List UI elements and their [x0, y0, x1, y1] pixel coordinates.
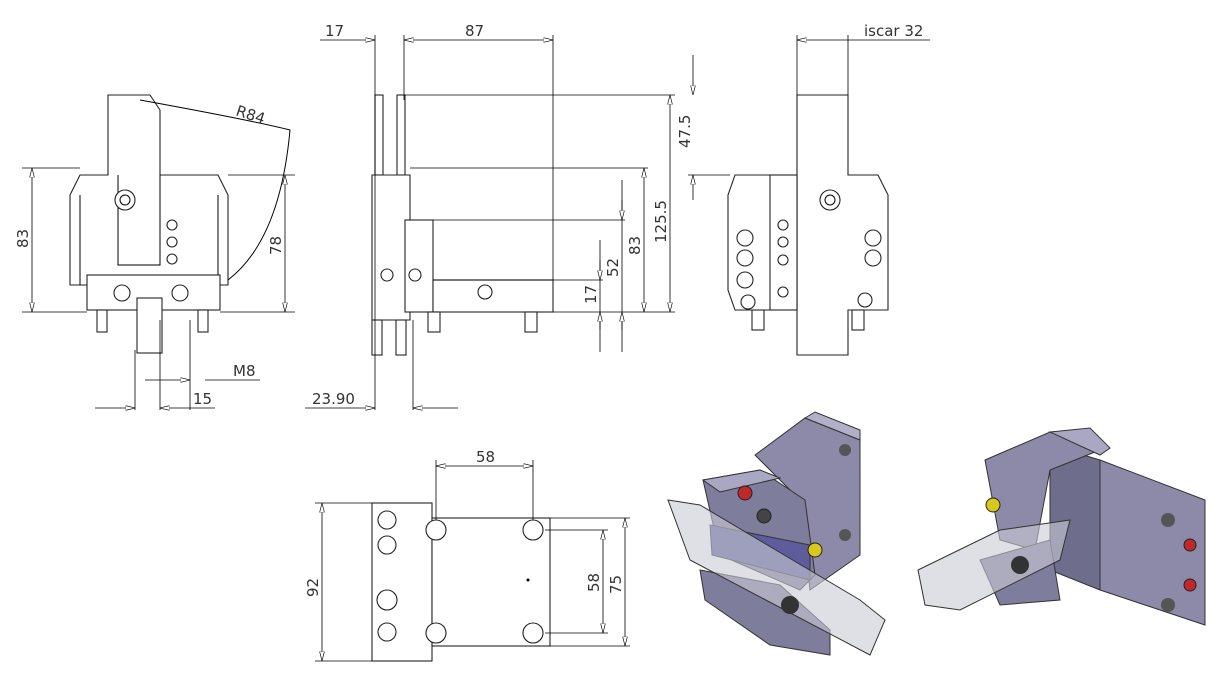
dim-125-5: 125.5	[652, 200, 670, 243]
dim-87: 87	[465, 22, 484, 40]
dim-78: 78	[267, 236, 285, 255]
side-view: 17 87 23.90 125.5 83 52 17 47.5	[305, 22, 730, 410]
dim-17-side: 17	[582, 285, 600, 304]
dim-17: 17	[325, 22, 344, 40]
rear-view: iscar 32	[727, 22, 930, 356]
dim-iscar-32: iscar 32	[864, 22, 923, 40]
dim-15: 15	[193, 390, 212, 408]
bottom-view: 58 92 58 75	[304, 448, 630, 662]
iso-render-front	[667, 411, 886, 656]
dim-23-90: 23.90	[312, 390, 355, 408]
front-view: R84 83 78 M8 15	[14, 94, 295, 410]
dim-m8: M8	[233, 362, 256, 380]
dim-75: 75	[607, 575, 625, 594]
dim-83: 83	[14, 229, 32, 248]
iso-render-rear	[917, 427, 1206, 626]
dim-58-top: 58	[476, 448, 495, 466]
dim-47-5: 47.5	[676, 115, 694, 148]
dim-52: 52	[604, 258, 622, 277]
dim-r84: R84	[234, 102, 268, 128]
dim-58-right: 58	[585, 573, 603, 592]
dim-83-side: 83	[626, 236, 644, 255]
dim-92: 92	[304, 578, 322, 597]
